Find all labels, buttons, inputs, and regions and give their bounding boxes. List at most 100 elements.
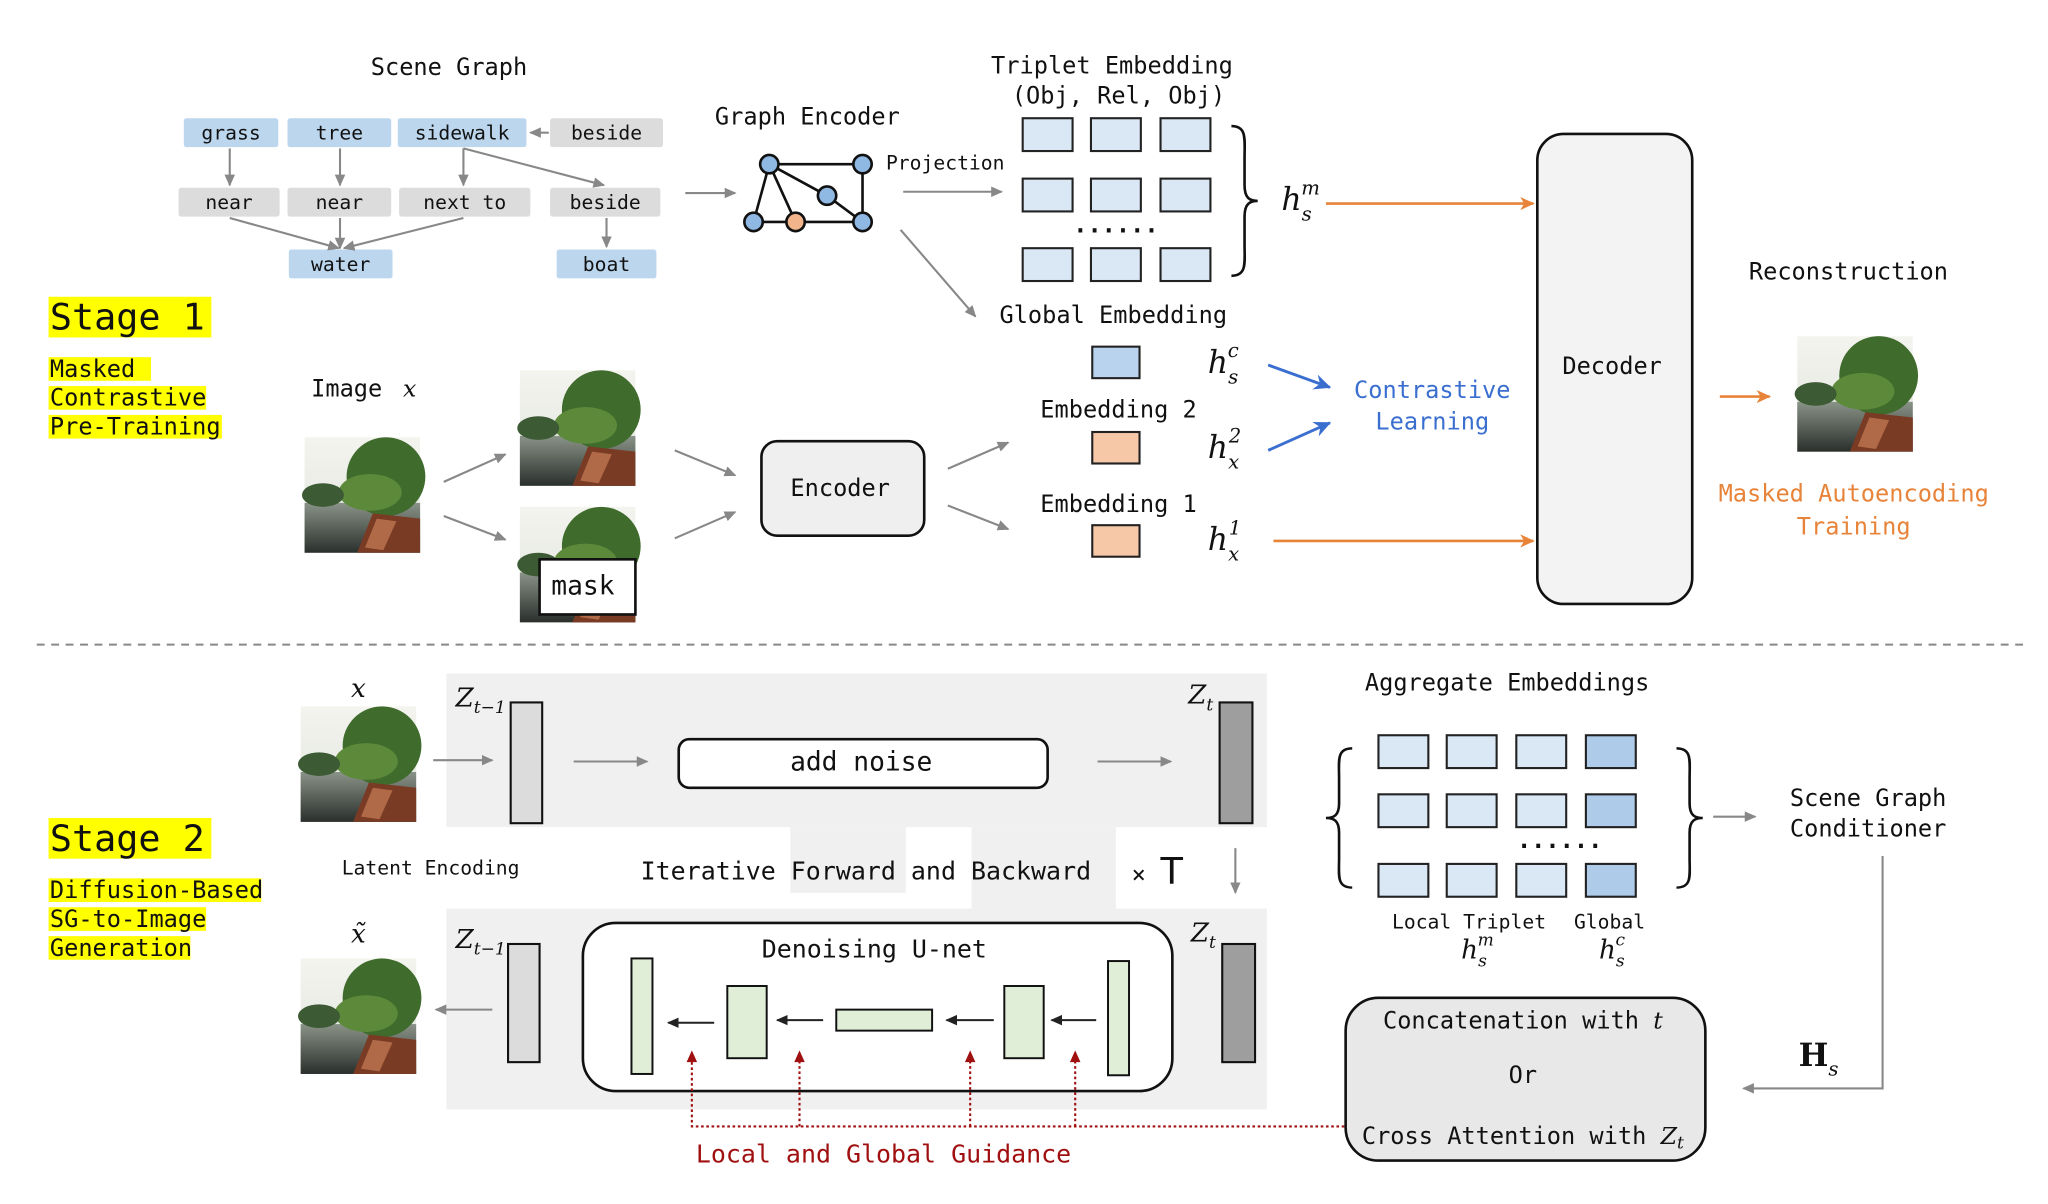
aggregate-embeddings-title: Aggregate Embeddings	[1365, 669, 1649, 697]
contrastive-learning-label: Contrastive	[1354, 376, 1510, 404]
z-t-1-label: Zt−1	[455, 925, 506, 960]
global-embedding-block	[1091, 345, 1141, 380]
guidance-lines	[690, 1058, 1345, 1128]
mae-label: Training	[1797, 512, 1911, 540]
node-label: water	[311, 253, 370, 276]
cross-attention-line: Cross Attention with Zt	[1362, 1121, 1684, 1153]
concat-line: Concatenation with t	[1383, 1006, 1663, 1034]
mask-label: mask	[551, 571, 614, 601]
scene-graph-node-relation: near	[287, 187, 392, 217]
local-triplet-label: Local Triplet	[1392, 910, 1546, 933]
mae-label: Masked Autoencoding	[1719, 480, 1989, 508]
guidance-label: Local and Global Guidance	[696, 1139, 1071, 1168]
scene-graph: Scene Graph grass tree sidewalk beside near n…	[178, 53, 663, 279]
embedding-block	[1089, 117, 1142, 153]
embedding-block	[1159, 247, 1212, 283]
encoder-label: Encoder	[790, 474, 890, 502]
stage1-title: Stage 1	[50, 296, 205, 339]
reconstruction-label: Reconstruction	[1749, 258, 1948, 286]
aggregate-embedding-grid	[1377, 734, 1637, 898]
embedding-block	[1089, 247, 1142, 283]
ellipsis: ......	[1073, 210, 1158, 238]
h-x-2-label: hx2	[1208, 424, 1241, 473]
ellipsis: ......	[1517, 826, 1602, 854]
h-s-c-label: hsc	[1208, 339, 1239, 388]
scene-graph-node-object: grass	[183, 118, 279, 148]
stage1-label: Stage 1 Masked Contrastive Pre-Training	[48, 296, 222, 441]
embedding-block	[1159, 177, 1212, 213]
scene-graph-node-object: water	[288, 249, 393, 279]
latent-z-t-1	[509, 701, 544, 825]
guidance-arrowheads	[686, 1050, 1081, 1063]
scene-graph-node-relation: near	[178, 187, 280, 217]
embedding-block	[1584, 793, 1637, 829]
embedding1-block	[1091, 524, 1141, 558]
generated-image	[298, 958, 422, 1074]
mask-box	[538, 558, 637, 616]
scene-graph-node-relation: beside	[550, 118, 663, 148]
scene-graph-node-relation: next to	[399, 187, 531, 217]
embedding-block	[1021, 247, 1074, 283]
embedding-block	[1445, 734, 1498, 770]
h-s-m-label: hsm	[1461, 930, 1494, 971]
node-label: boat	[583, 253, 630, 276]
stage1-subtitle-line: Contrastive	[50, 384, 206, 412]
x-tilde-label: x̃	[351, 920, 366, 950]
embedding-block	[1515, 793, 1568, 829]
embedding-block	[1515, 734, 1568, 770]
add-noise-label: add noise	[790, 747, 932, 777]
latent-encoding-label: Latent Encoding	[342, 857, 520, 880]
brace-left	[1324, 747, 1354, 889]
scene-graph-node-object: boat	[556, 249, 657, 279]
scene-graph-node-relation: beside	[550, 187, 661, 217]
unet-blocks	[630, 957, 1131, 1077]
latent-z-t	[1218, 701, 1254, 825]
conditioning-box	[1344, 996, 1707, 1162]
scene-graph-node-object: tree	[287, 118, 392, 148]
graph-encoder-label: Graph Encoder	[715, 103, 900, 131]
embedding-block	[1584, 734, 1637, 770]
stage1-subtitle-line: Pre-Training	[50, 413, 221, 441]
conditioner-label: Scene Graph	[1790, 784, 1946, 812]
z-t-label: Zt	[1190, 918, 1216, 953]
stage2-input-image	[298, 706, 422, 822]
image-label: Image	[311, 375, 382, 403]
global-embedding-label: Global Embedding	[999, 301, 1227, 329]
z-t-1-label: Zt−1	[455, 683, 506, 718]
node-label: tree	[316, 121, 363, 144]
h-x-1-label: hx1	[1208, 516, 1241, 565]
scene-graph-node-object: sidewalk	[397, 118, 527, 148]
node-label: near	[316, 191, 364, 214]
stage2-subtitle-line: Generation	[50, 934, 192, 962]
h-s-c-label: hsc	[1599, 930, 1625, 971]
embedding2-block	[1091, 430, 1141, 465]
augmented-image	[517, 370, 641, 486]
T-label: T	[1160, 850, 1184, 893]
embedding-block	[1445, 862, 1498, 898]
embedding-block	[1445, 793, 1498, 829]
iterative-label: Iterative Forward and Backward	[641, 857, 1091, 886]
stage2-subtitle-line: SG-to-Image	[50, 905, 206, 933]
scene-graph-title: Scene Graph	[371, 53, 527, 81]
embedding-block	[1159, 117, 1212, 153]
decoder-box	[1536, 132, 1694, 606]
embedding-block	[1584, 862, 1637, 898]
stage2-subtitle-line: Diffusion-Based	[50, 876, 263, 904]
brace	[1230, 124, 1259, 278]
unet-label: Denoising U-net	[762, 935, 987, 964]
embedding-block	[1515, 862, 1568, 898]
node-label: next to	[423, 191, 506, 214]
embedding1-label: Embedding 1	[1040, 490, 1196, 518]
triplet-embedding-title: Triplet Embedding	[991, 52, 1233, 80]
H-s-label: Hs	[1799, 1037, 1839, 1080]
conditioner-label: Conditioner	[1790, 814, 1946, 842]
embedding-block	[1377, 734, 1430, 770]
or-label: Or	[1509, 1061, 1537, 1089]
triplet-embedding-subtitle: (Obj, Rel, Obj)	[1012, 82, 1225, 110]
stage2-title: Stage 2	[50, 817, 205, 860]
image-variable: x	[403, 375, 416, 403]
embedding-block	[1021, 117, 1074, 153]
add-noise-box	[677, 737, 1049, 790]
node-label: sidewalk	[415, 121, 510, 144]
